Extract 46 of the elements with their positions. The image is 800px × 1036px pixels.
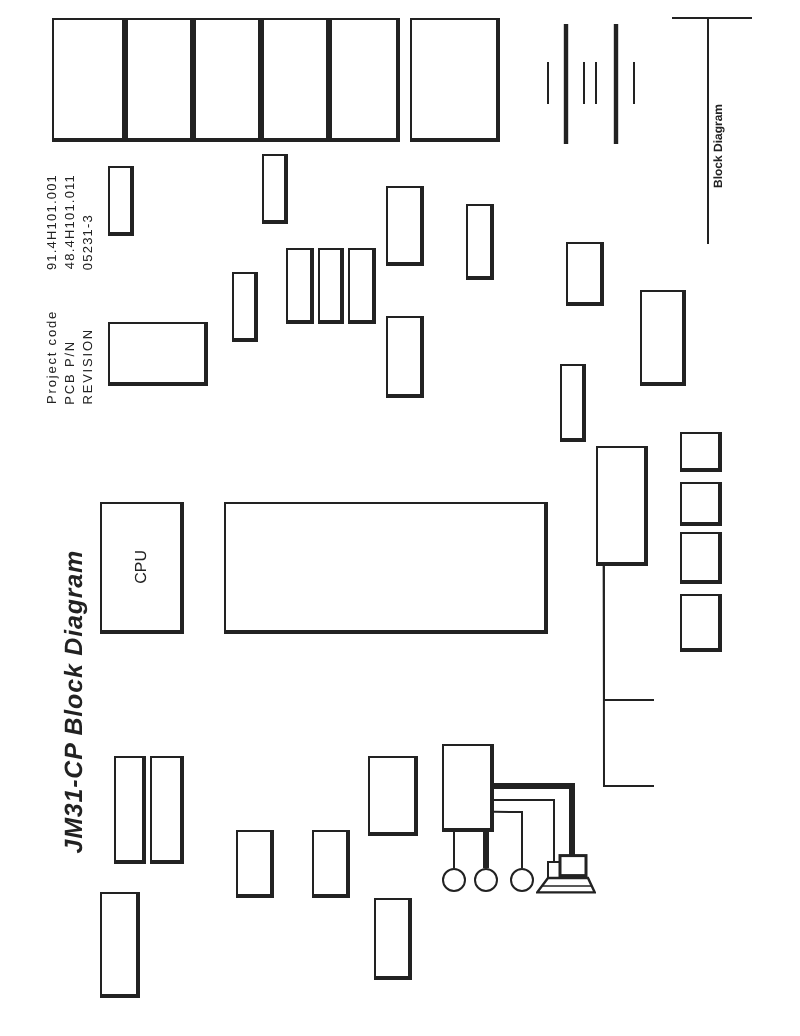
component-box [194, 18, 262, 142]
component-box [150, 756, 184, 864]
component-box [386, 186, 424, 266]
connector-line [493, 810, 523, 869]
component-box [680, 482, 722, 526]
component-box [262, 18, 330, 142]
component-box [640, 290, 686, 386]
component-box [560, 364, 586, 442]
connector-line [602, 565, 655, 787]
component-box [680, 594, 722, 652]
component-box [114, 756, 146, 864]
component-box [108, 166, 134, 236]
connector-line [494, 783, 575, 856]
component-box [374, 898, 412, 980]
component-box [126, 18, 194, 142]
component-box [262, 154, 288, 224]
component-box [100, 892, 140, 998]
chipset-box [224, 502, 548, 634]
diagram-title: JM31-CP Block Diagram [62, 550, 87, 854]
component-box [410, 18, 500, 142]
component-box [680, 432, 722, 472]
box-label: CPU [133, 550, 149, 584]
connector-line [483, 832, 489, 868]
component-box [386, 316, 424, 398]
component-box [330, 18, 400, 142]
component-box [318, 248, 344, 324]
component-box [108, 322, 208, 386]
component-box [286, 248, 314, 324]
connector-line [453, 831, 455, 869]
component-box [348, 248, 376, 324]
jack-circle [510, 868, 534, 892]
cpu-box [100, 502, 184, 634]
component-box [566, 242, 604, 306]
jack-circle [474, 868, 498, 892]
component-box [442, 744, 494, 832]
component-box [680, 532, 722, 584]
component-box [368, 756, 418, 836]
component-box [312, 830, 350, 898]
component-box [466, 204, 494, 280]
component-box [52, 18, 126, 142]
jack-circle [442, 868, 466, 892]
connector-line [493, 799, 555, 863]
component-box [232, 272, 258, 342]
component-box [236, 830, 274, 898]
component-box [596, 446, 648, 566]
speaker-icon [536, 854, 596, 894]
